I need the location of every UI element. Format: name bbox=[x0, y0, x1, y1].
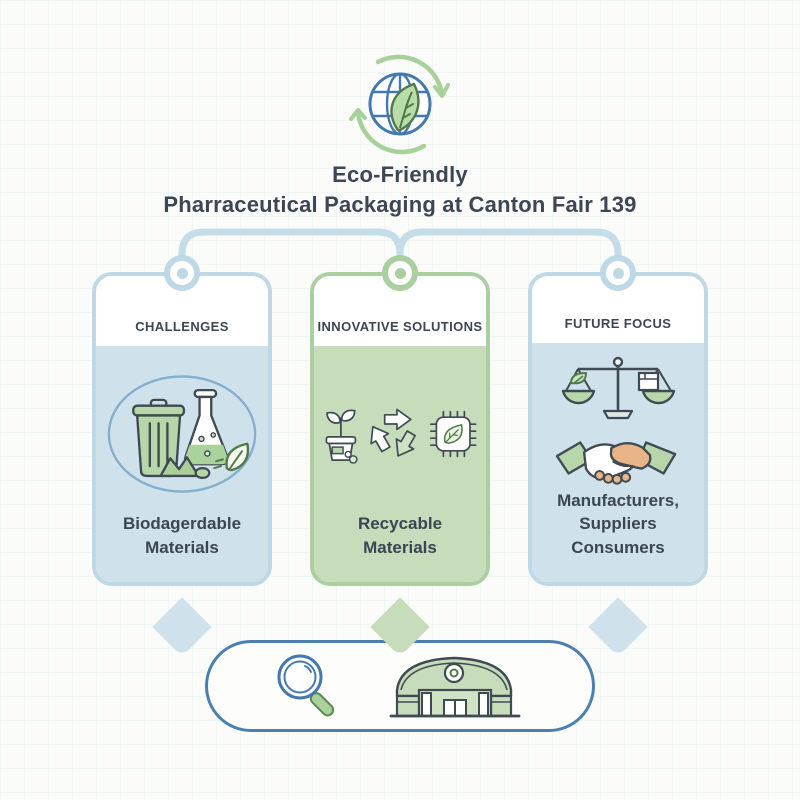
card-innovative-solutions-title: INNOVATIVE SOLUTIONS bbox=[317, 319, 483, 334]
globe-leaf-recycle-icon bbox=[348, 52, 452, 156]
card-future-focus: FUTURE FOCUS bbox=[528, 255, 708, 657]
exhibition-hall-icon bbox=[389, 656, 521, 718]
page-title: Eco-Friendly Pharraceutical Packaging at… bbox=[0, 160, 800, 221]
handshake-icon bbox=[555, 440, 677, 485]
card-future-focus-title: FUTURE FOCUS bbox=[564, 315, 672, 331]
tag-hole bbox=[382, 255, 418, 291]
connector-lines bbox=[178, 228, 622, 280]
card-pointer bbox=[152, 597, 212, 657]
card-future-focus-label: Manufacturers, Suppliers Consumers bbox=[557, 490, 679, 558]
page-title-line1: Eco-Friendly bbox=[332, 162, 468, 187]
card-challenges-title: CHALLENGES bbox=[135, 319, 229, 334]
waste-lab-icon-group bbox=[104, 356, 260, 512]
page-title-line2: Pharraceutical Packaging at Canton Fair … bbox=[163, 192, 637, 218]
tag-hole bbox=[600, 255, 636, 291]
tag-hole bbox=[164, 255, 200, 291]
card-challenges-header: CHALLENGES bbox=[96, 276, 268, 346]
balance-scale-icon bbox=[561, 356, 676, 419]
card-innovative-solutions-label: Recycable Materials bbox=[357, 514, 443, 558]
card-pointer bbox=[588, 597, 648, 657]
card-innovative-solutions: INNOVATIVE SOLUTIONS bbox=[310, 255, 490, 657]
magnifier-icon bbox=[277, 654, 335, 717]
card-challenges-label: Biodagerdable Materials bbox=[122, 514, 242, 558]
potted-plant-icon bbox=[325, 409, 358, 464]
footer-pill bbox=[205, 640, 595, 732]
eco-chip-icon bbox=[429, 410, 477, 458]
recycle-arrows-icon bbox=[370, 408, 416, 457]
card-challenges: CHALLENGES bbox=[92, 255, 272, 657]
